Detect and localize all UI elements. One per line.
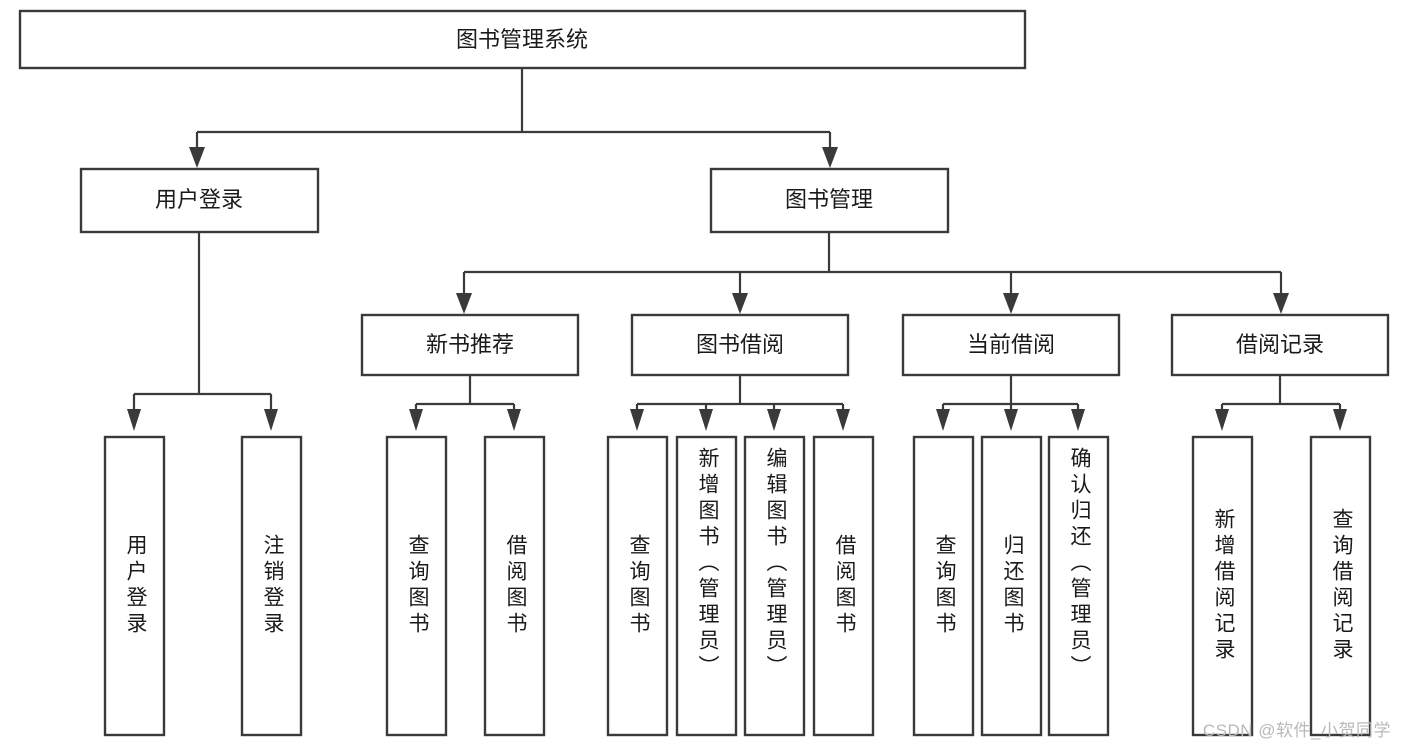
borrow-record-box-label: 借阅记录 (1236, 332, 1324, 357)
node-current-borrow[interactable]: 当前借阅 (901, 313, 1121, 377)
leaf-box-query-record[interactable] (1309, 435, 1372, 737)
leaf-box-edit-book[interactable] (743, 435, 806, 737)
new-book-recommend-box-rect (360, 313, 580, 377)
arrow-leaf-user-login (127, 409, 141, 431)
leaf-box-return-book[interactable] (980, 435, 1043, 737)
book-manage-box-label: 图书管理 (785, 187, 873, 212)
leaf-box-borrow-book-2[interactable] (812, 435, 875, 737)
node-borrow-record[interactable]: 借阅记录 (1170, 313, 1390, 377)
arrow-bb-leaf-4 (836, 409, 850, 431)
arrow-bb-leaf-2 (699, 409, 713, 431)
leaf-box-query-book-1[interactable] (385, 435, 448, 737)
leaf-box-add-record[interactable] (1191, 435, 1254, 737)
arrow-leaf-logout (264, 409, 278, 431)
arrow-nb-leaf-1 (409, 409, 423, 431)
leaf-box-query-book-3[interactable] (912, 435, 975, 737)
book-borrow-box-rect (630, 313, 850, 377)
arrow-current-borrow (1003, 293, 1019, 314)
arrow-book-borrow (732, 293, 748, 314)
node-root[interactable]: 图书管理系统 (18, 9, 1027, 70)
arrow-br-leaf-1 (1215, 409, 1229, 431)
node-book-borrow[interactable]: 图书借阅 (630, 313, 850, 377)
arrow-borrow-record (1273, 293, 1289, 314)
book-manage-box-rect (709, 167, 950, 234)
leaf-box-query-book-2[interactable] (606, 435, 669, 737)
arrow-cb-leaf-1 (936, 409, 950, 431)
leaf-box-confirm-return[interactable] (1047, 435, 1110, 737)
arrow-book-manage (822, 147, 838, 168)
node-book-manage[interactable]: 图书管理 (709, 167, 950, 234)
arrow-bb-leaf-3 (767, 409, 781, 431)
leaf-box-borrow-book-1[interactable] (483, 435, 546, 737)
user-login-box-label: 用户登录 (155, 187, 243, 212)
root-box-label: 图书管理系统 (456, 27, 588, 52)
node-new-book-recommend[interactable]: 新书推荐 (360, 313, 580, 377)
current-borrow-box-rect (901, 313, 1121, 377)
leaf-box-logout-login[interactable] (240, 435, 303, 737)
leaf-box-add-book[interactable] (675, 435, 738, 737)
arrow-br-leaf-2 (1333, 409, 1347, 431)
arrow-new-book-recommend (456, 293, 472, 314)
arrow-nb-leaf-2 (507, 409, 521, 431)
arrow-cb-leaf-3 (1071, 409, 1085, 431)
node-user-login[interactable]: 用户登录 (79, 167, 320, 234)
arrow-cb-leaf-2 (1004, 409, 1018, 431)
root-box-rect (18, 9, 1027, 70)
leaf-box-user-login[interactable] (103, 435, 166, 737)
book-borrow-box-label: 图书借阅 (696, 332, 784, 357)
new-book-recommend-box-label: 新书推荐 (426, 332, 514, 357)
arrow-bb-leaf-1 (630, 409, 644, 431)
borrow-record-box-rect (1170, 313, 1390, 377)
arrow-user-login (189, 147, 205, 168)
csdn-watermark: CSDN @软件_小贺同学 (1202, 721, 1391, 740)
current-borrow-box-label: 当前借阅 (967, 332, 1055, 357)
